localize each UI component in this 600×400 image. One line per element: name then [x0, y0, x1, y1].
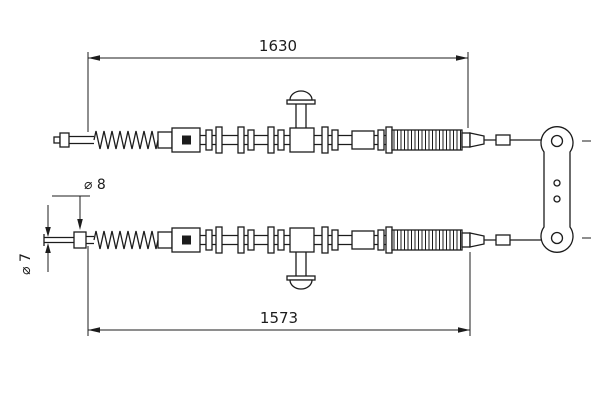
arrowhead-left [88, 327, 100, 333]
bracket-plate [540, 126, 574, 253]
upper-cable-assembly [53, 90, 542, 154]
arrowhead-right [456, 55, 468, 61]
grommet-cap [289, 279, 313, 290]
diameter-7-label: ⌀ 7 [18, 253, 34, 275]
short-tube [86, 235, 94, 245]
lower-cable-assembly [43, 226, 542, 290]
bracket-hole-bottom [550, 231, 564, 245]
diameter-7-annotation: ⌀ 7 [18, 205, 51, 275]
grommet-stem [295, 104, 307, 128]
arrowhead-down [77, 219, 83, 230]
diameter-8-label: ⌀ 8 [84, 177, 106, 193]
arrowhead-down [45, 227, 51, 237]
short-tube [69, 135, 94, 145]
top-length-label: 1630 [259, 37, 297, 55]
end-nub [53, 136, 61, 144]
centerline-ticks [582, 140, 591, 239]
extension-lines [87, 52, 469, 132]
upper-cable-body [93, 126, 542, 154]
arrowhead-up [45, 243, 51, 253]
grommet-stem [295, 252, 307, 276]
end-barrel [73, 231, 87, 249]
grommet-cap [289, 90, 313, 101]
bare-inner-cable [44, 236, 74, 244]
lower-grommet-fitting [286, 252, 316, 290]
extension-lines [87, 246, 471, 336]
bracket-hole-small [553, 195, 561, 203]
top-dimension: 1630 [87, 37, 469, 132]
lower-cable-left-end [43, 231, 94, 249]
arrowhead-left [88, 55, 100, 61]
lower-cable-body [93, 226, 542, 254]
bottom-dimension: 1573 [87, 246, 471, 336]
equalizer-bracket [540, 126, 591, 253]
upper-grommet-fitting [286, 90, 316, 128]
upper-cable-left-end [53, 132, 94, 148]
end-barrel [59, 132, 70, 148]
arrowhead-right [458, 327, 470, 333]
bottom-length-label: 1573 [260, 309, 298, 327]
bracket-hole-small [553, 179, 561, 187]
bracket-hole-top [550, 134, 564, 148]
diameter-8-annotation: ⌀ 8 [52, 177, 106, 230]
